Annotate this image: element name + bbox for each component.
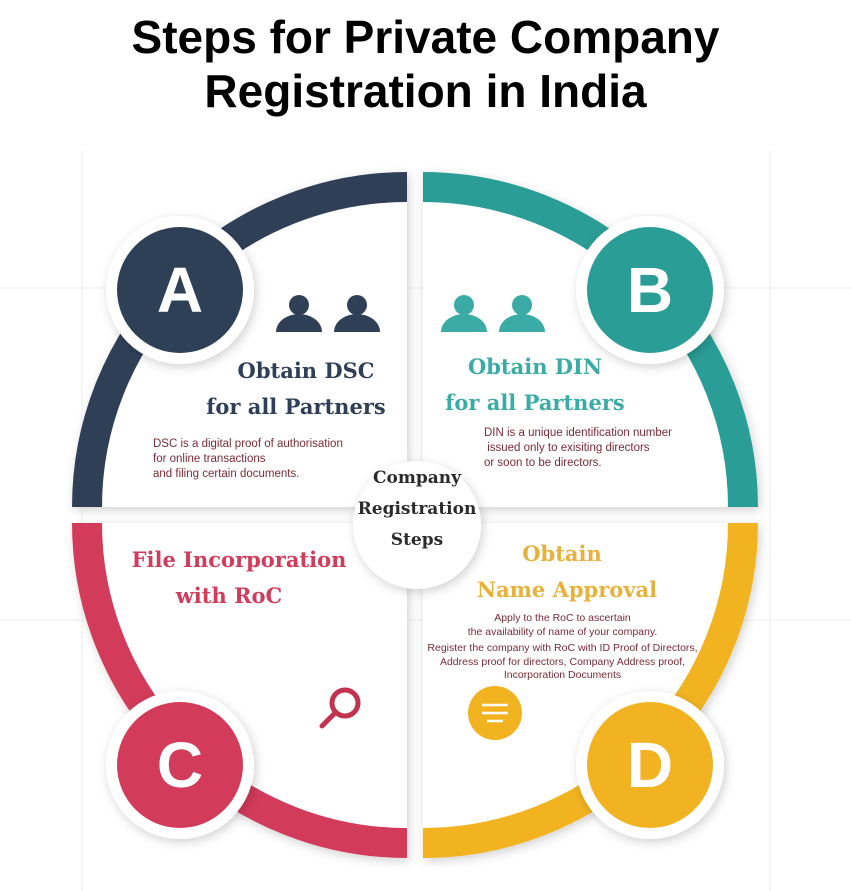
quadrant-a (72, 172, 407, 507)
desc-line: or soon to be directors. (484, 457, 602, 469)
step-a-title: Obtain DSC for all Partners (196, 353, 396, 425)
desc-line: and filing certain documents. (153, 468, 300, 480)
title-line: with RoC (175, 583, 283, 608)
title-line: Name Approval (476, 577, 658, 602)
step-c-title: File Incorporation with RoC (130, 542, 348, 614)
desc-line: Apply to the RoC to ascertain (494, 612, 631, 624)
title-line: for all Partners (206, 394, 386, 419)
center-line: Company (373, 468, 461, 488)
step-letter-b: B (626, 254, 674, 326)
desc-line: DIN is a unique identification number (484, 427, 672, 439)
step-b-description: DIN is a unique identification number is… (484, 426, 672, 471)
step-letter-a: A (156, 254, 204, 326)
desc-line: DSC is a digital proof of authorisation (153, 438, 343, 450)
people-icon (441, 295, 545, 332)
step-b-title: Obtain DIN for all Partners (435, 349, 635, 421)
desc-line: for online transactions (153, 453, 266, 465)
desc-line: Incorporation Documents (503, 669, 622, 681)
desc-line: issued only to exisiting directors (484, 442, 650, 454)
search-icon (319, 687, 361, 729)
step-letter-d: D (626, 729, 674, 801)
people-icon (276, 295, 380, 332)
quadrant-c (72, 523, 407, 858)
document-lines-icon (468, 686, 522, 740)
quadrant-d (423, 523, 758, 858)
title-line: Obtain (522, 541, 602, 566)
quadrant-b (423, 172, 758, 507)
title-line-1: Steps for Private Company (131, 11, 720, 63)
title-line: Obtain DSC (237, 358, 375, 383)
center-line: Registration (357, 499, 477, 519)
step-letter-c: C (156, 729, 204, 801)
desc-line: the availability of name of your company… (467, 625, 658, 638)
title-line: Obtain DIN (467, 354, 603, 379)
desc-line: Register the company with RoC with ID Pr… (427, 642, 698, 654)
desc-line: Address proof for directors, Company Add… (439, 655, 686, 668)
title-line: for all Partners (445, 390, 625, 415)
title-line: File Incorporation (131, 547, 347, 572)
title-line-2: Registration in India (204, 65, 647, 117)
step-a-description: DSC is a digital proof of authorisation f… (153, 437, 343, 482)
center-line: Steps (390, 530, 444, 550)
